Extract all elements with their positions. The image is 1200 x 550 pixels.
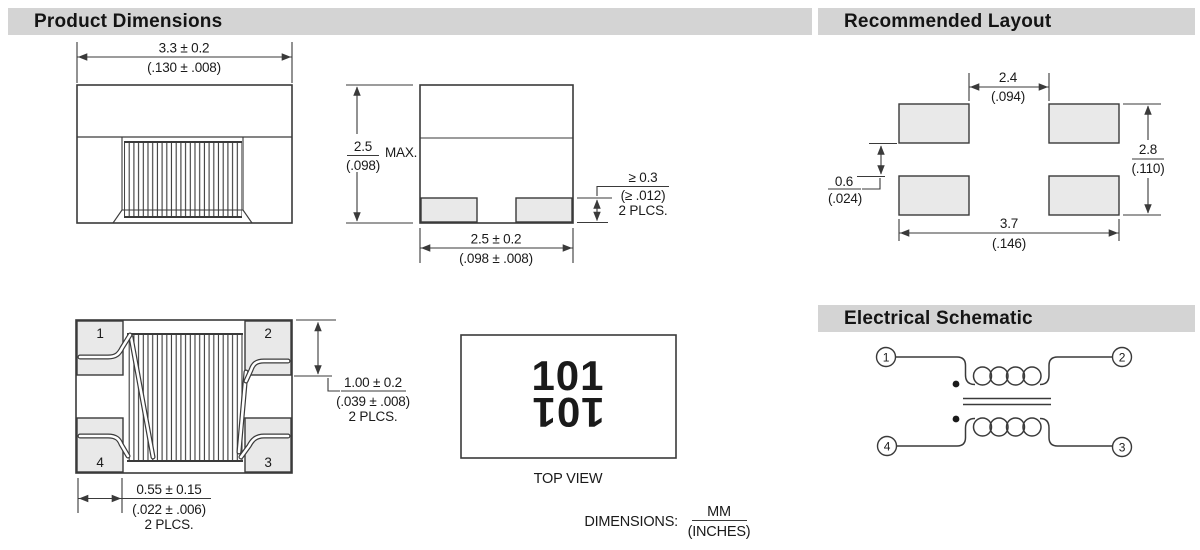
layout-gap-x-in: (.094) bbox=[991, 89, 1025, 104]
units-denominator: (INCHES) bbox=[688, 524, 751, 540]
front-winding bbox=[122, 141, 243, 218]
side-height-mm: 2.5 bbox=[354, 139, 372, 154]
layout-span-y-mm: 2.8 bbox=[1139, 142, 1157, 157]
pad-width-places: 2 PLCS. bbox=[145, 517, 194, 532]
front-width-dimension: 3.3 ± 0.2 (.130 ± .008) bbox=[76, 41, 293, 83]
bottom-winding bbox=[127, 333, 243, 462]
schematic-pin-2: 2 bbox=[1119, 351, 1126, 365]
pad-width-dimension: 0.55 ± 0.15 (.022 ± .006) 2 PLCS. bbox=[77, 478, 211, 532]
layout-span-x-in: (.146) bbox=[992, 236, 1026, 251]
pad-length-in: (.039 ± .008) bbox=[336, 394, 410, 409]
phase-dot-secondary bbox=[952, 415, 960, 423]
pin-label-3: 3 bbox=[264, 455, 271, 470]
schematic-pin-1: 1 bbox=[883, 351, 890, 365]
units-numerator: MM bbox=[707, 504, 731, 520]
part-marking-mirrored: 101 bbox=[531, 389, 604, 436]
bottom-view-drawing: 1 2 4 3 1.00 ± 0.2 (.039 ± .008) 2 PLCS. bbox=[75, 319, 410, 532]
section-header-product-dimensions: Product Dimensions bbox=[8, 8, 812, 35]
pad-width-mm: 0.55 ± 0.15 bbox=[136, 482, 201, 497]
side-body bbox=[419, 84, 574, 224]
pad-3 bbox=[244, 417, 292, 473]
layout-pad-top-left bbox=[898, 103, 970, 144]
layout-gap-y-dimension: 0.6 (.024) bbox=[828, 142, 897, 206]
schematic-drawing: 1 2 4 3 bbox=[875, 346, 1133, 458]
layout-span-y-dimension: 2.8 (.110) bbox=[1123, 103, 1165, 216]
units-note: DIMENSIONS: MM (INCHES) bbox=[584, 504, 750, 540]
front-body bbox=[76, 84, 293, 224]
section-header-electrical-schematic: Electrical Schematic bbox=[818, 305, 1195, 332]
top-view-drawing: 101 101 TOP VIEW bbox=[460, 334, 677, 487]
pin-label-4: 4 bbox=[96, 455, 104, 470]
pin-label-1: 1 bbox=[96, 326, 103, 341]
side-height-note: MAX. bbox=[385, 145, 417, 160]
side-terminal-places: 2 PLCS. bbox=[619, 203, 668, 218]
lead-wires bbox=[77, 332, 291, 460]
pad-length-places: 2 PLCS. bbox=[349, 409, 398, 424]
section-title: Product Dimensions bbox=[34, 11, 223, 32]
layout-gap-x-dimension: 2.4 (.094) bbox=[968, 70, 1050, 104]
layout-gap-y-mm: 0.6 bbox=[835, 174, 853, 189]
layout-gap-y-in: (.024) bbox=[828, 191, 862, 206]
pad-length-mm: 1.00 ± 0.2 bbox=[344, 375, 402, 390]
section-header-recommended-layout: Recommended Layout bbox=[818, 8, 1195, 35]
layout-pad-top-right bbox=[1048, 103, 1120, 144]
primary-winding bbox=[895, 356, 1113, 386]
secondary-winding bbox=[896, 417, 1113, 447]
section-title: Electrical Schematic bbox=[844, 308, 1033, 329]
top-view-outline bbox=[460, 334, 677, 459]
side-terminal-in: (≥ .012) bbox=[621, 188, 666, 203]
units-label: DIMENSIONS: bbox=[584, 514, 678, 530]
side-terminal-mm: ≥ 0.3 bbox=[629, 170, 658, 185]
section-title: Recommended Layout bbox=[844, 11, 1052, 32]
schematic-pin-3-circle bbox=[1111, 436, 1133, 458]
layout-pad-bottom-right bbox=[1048, 175, 1120, 216]
side-terminal-right bbox=[515, 197, 573, 223]
layout-gap-x-mm: 2.4 bbox=[999, 70, 1018, 85]
schematic-pin-3: 3 bbox=[1119, 441, 1126, 455]
side-width-mm: 2.5 ± 0.2 bbox=[471, 232, 522, 247]
layout-span-x-dimension: 3.7 (.146) bbox=[898, 216, 1120, 251]
bottom-body bbox=[75, 319, 293, 474]
layout-pad-bottom-left bbox=[898, 175, 970, 216]
side-terminal-left bbox=[420, 197, 478, 223]
schematic-pin-4: 4 bbox=[884, 440, 891, 454]
pad-width-in: (.022 ± .006) bbox=[132, 502, 206, 517]
recommended-layout-drawing: 2.4 (.094) 0.6 (.024) 2.8 bbox=[828, 70, 1165, 251]
side-height-in: (.098) bbox=[346, 158, 380, 173]
front-width-in: (.130 ± .008) bbox=[147, 60, 221, 75]
front-width-mm: 3.3 ± 0.2 bbox=[159, 41, 210, 56]
top-view-caption: TOP VIEW bbox=[534, 471, 603, 487]
side-height-dimension: 2.5 (.098) MAX. bbox=[346, 84, 417, 224]
pad-1 bbox=[76, 320, 124, 376]
phase-dot-primary bbox=[952, 380, 960, 388]
side-width-in: (.098 ± .008) bbox=[459, 251, 533, 266]
pad-length-dimension: 1.00 ± 0.2 (.039 ± .008) 2 PLCS. bbox=[294, 319, 410, 424]
layout-span-y-in: (.110) bbox=[1131, 161, 1164, 176]
side-width-dimension: 2.5 ± 0.2 (.098 ± .008) bbox=[419, 228, 574, 266]
pad-4 bbox=[76, 417, 124, 473]
pin-label-2: 2 bbox=[264, 326, 271, 341]
layout-span-x-mm: 3.7 bbox=[1000, 216, 1018, 231]
side-view-drawing: 2.5 (.098) MAX. ≥ 0.3 (≥ .012) 2 PLCS. bbox=[346, 84, 669, 266]
pad-2 bbox=[244, 320, 292, 376]
side-terminal-dimension: ≥ 0.3 (≥ .012) 2 PLCS. bbox=[577, 170, 669, 224]
part-marking: 101 bbox=[531, 352, 604, 399]
front-view-drawing: 3.3 ± 0.2 (.130 ± .008) bbox=[76, 41, 293, 224]
